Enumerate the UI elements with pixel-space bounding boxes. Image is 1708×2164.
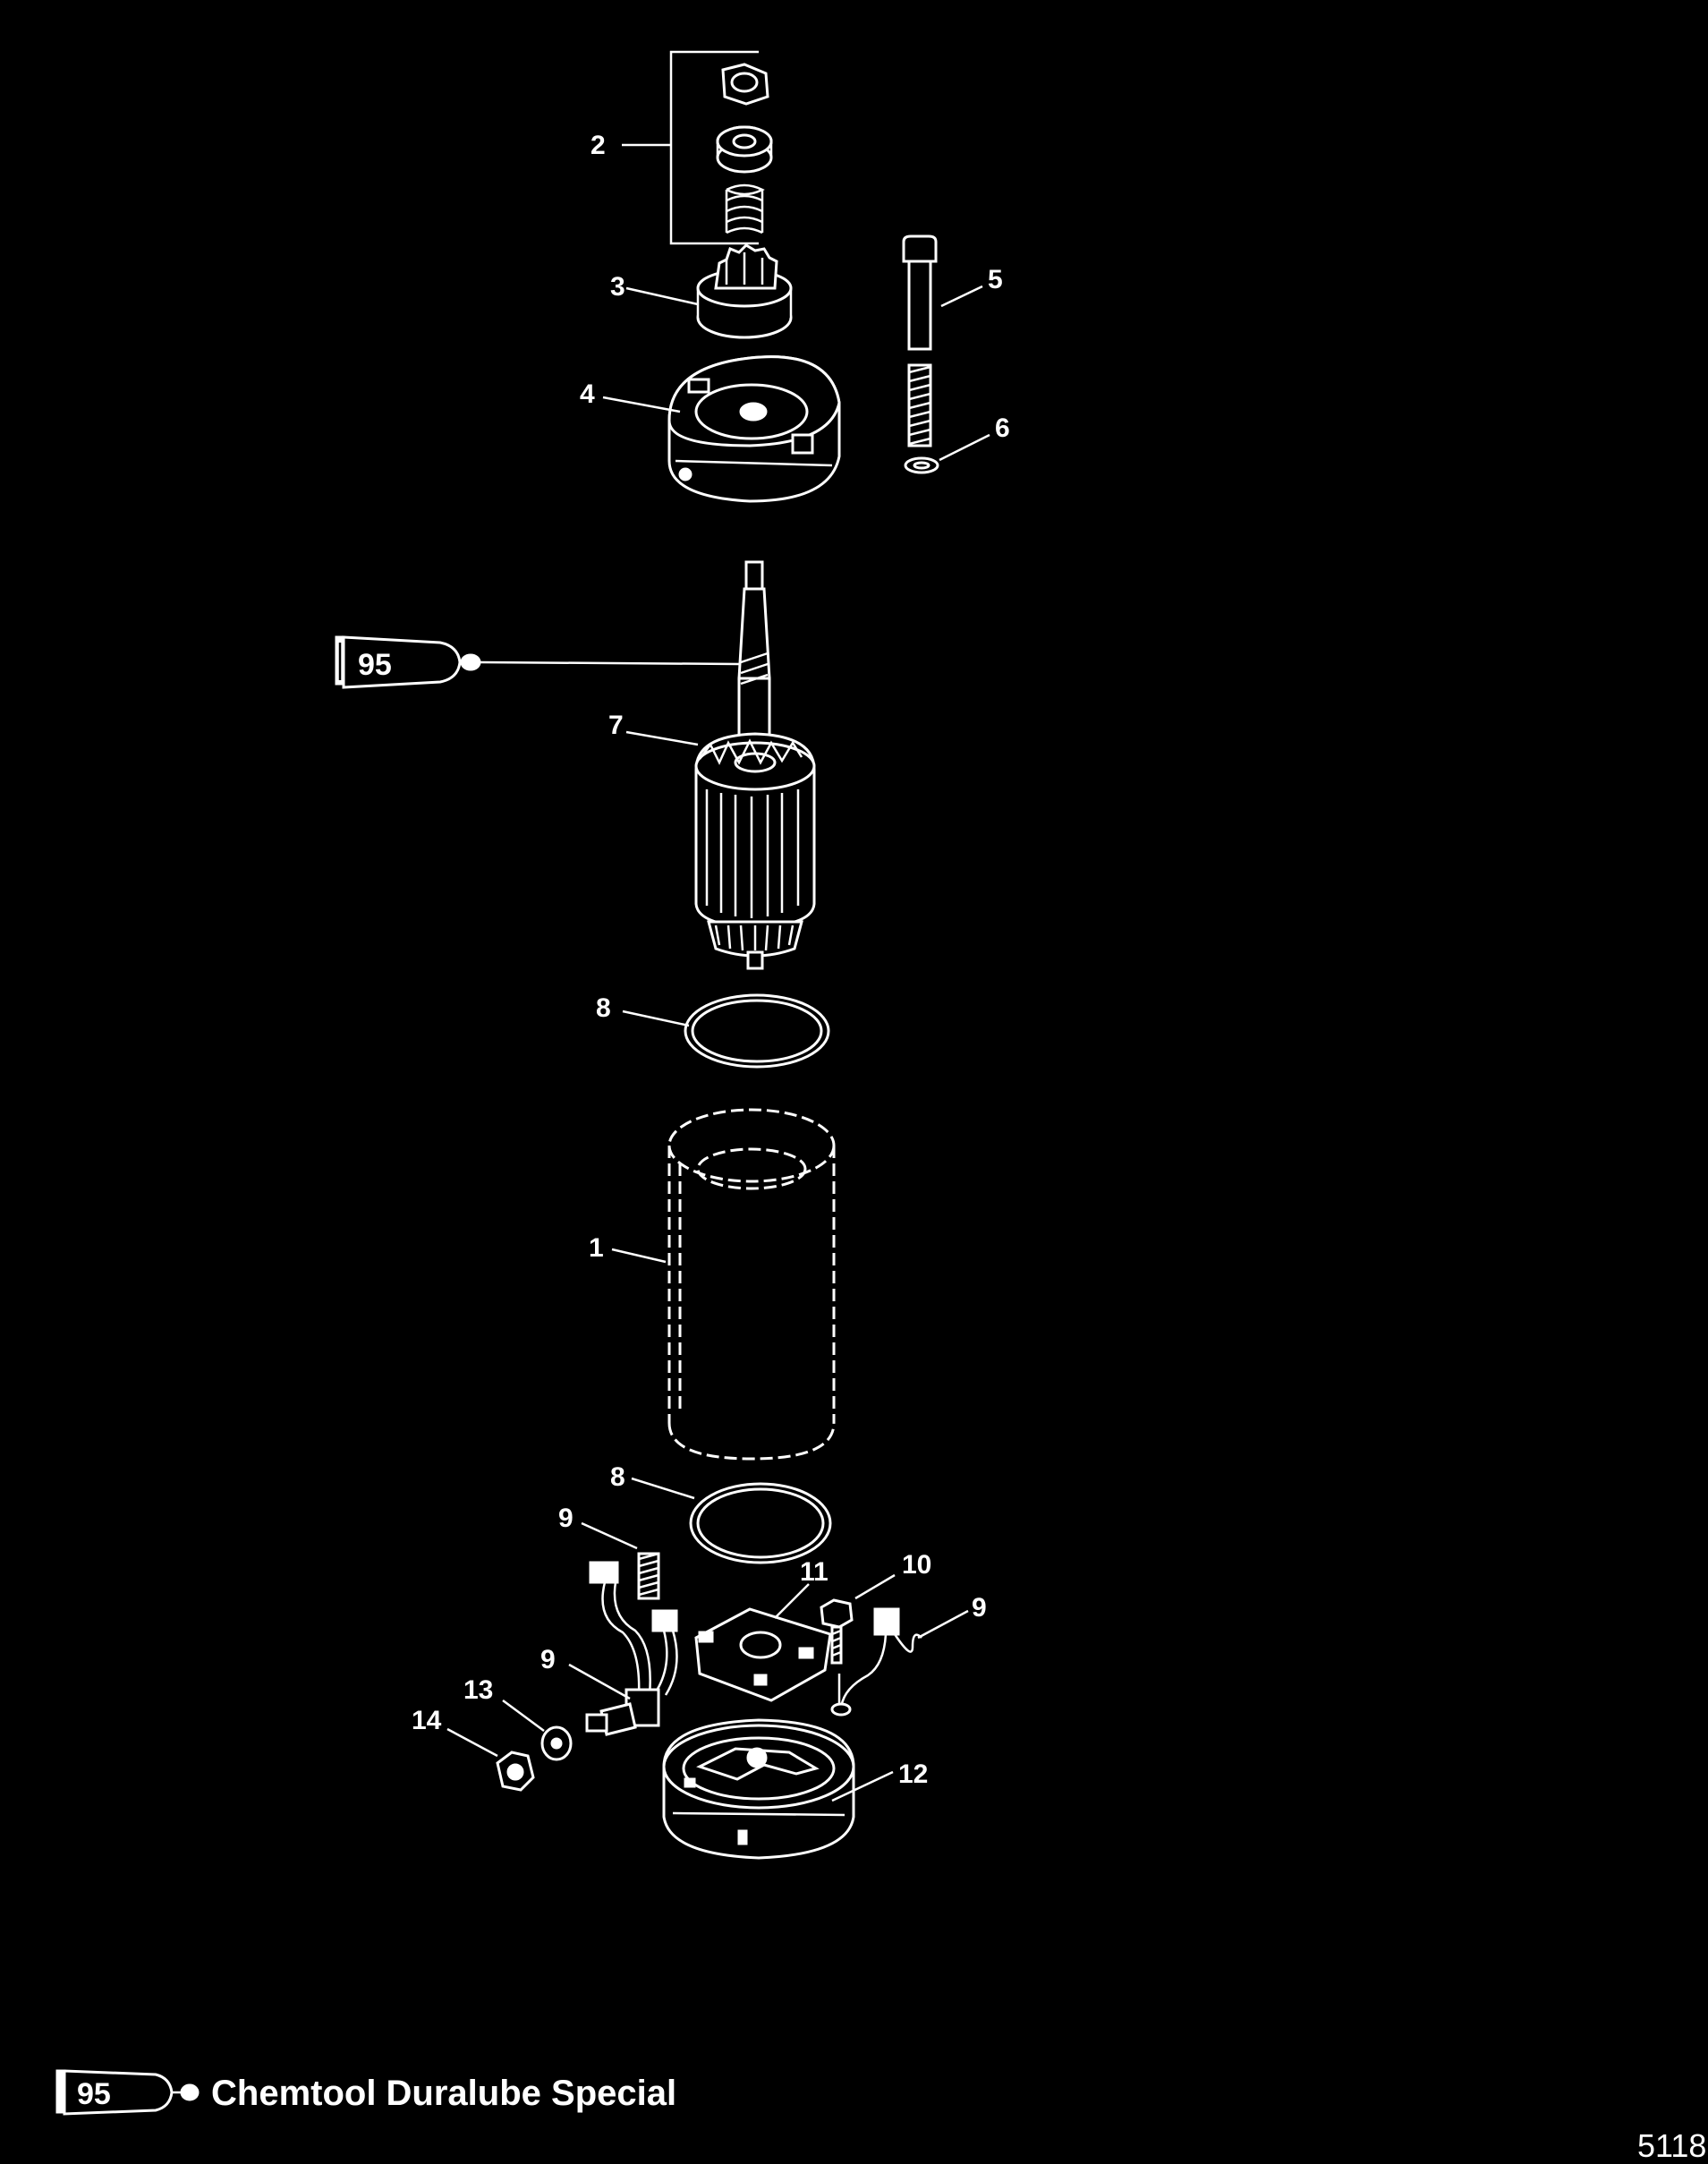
part-10-screw xyxy=(820,1598,854,1665)
part-9-brush-spring xyxy=(637,1552,660,1600)
lubricant-tube-number: 95 xyxy=(358,648,392,682)
callout-3: 3 xyxy=(610,272,625,302)
callout-14: 14 xyxy=(412,1706,442,1735)
part-2-kit xyxy=(622,50,773,245)
callout-12: 12 xyxy=(898,1759,928,1789)
callout-5: 5 xyxy=(988,265,1003,294)
callout-1: 1 xyxy=(589,1233,604,1263)
part-5-through-bolt xyxy=(902,234,938,447)
part-7-armature xyxy=(694,560,816,970)
part-11-brush-holder xyxy=(694,1607,832,1702)
part-9-brush-right xyxy=(830,1607,922,1717)
part-1-frame-field-assembly xyxy=(667,1108,836,1461)
part-8-o-ring-lower xyxy=(689,1482,832,1564)
part-8-o-ring-upper xyxy=(684,993,830,1069)
legend-lubricant-code: 95 xyxy=(77,2077,111,2111)
part-3-pinion-drive xyxy=(696,243,793,339)
callout-9-center: 9 xyxy=(540,1645,556,1674)
callout-4: 4 xyxy=(580,379,595,409)
legend-lubricant-tube-icon xyxy=(55,2069,200,2116)
callout-2: 2 xyxy=(591,131,606,160)
part-12-commutator-end-cap xyxy=(662,1718,855,1860)
part-6-washer xyxy=(904,456,939,474)
callout-11: 11 xyxy=(800,1557,829,1587)
document-number: 5118 xyxy=(1637,2127,1706,2164)
callout-9-upper: 9 xyxy=(558,1504,574,1533)
part-13-washer xyxy=(540,1725,573,1761)
callout-7: 7 xyxy=(608,711,624,740)
lubricant-tube-icon xyxy=(335,635,481,689)
part-9-brush-lead-assembly xyxy=(585,1561,678,1736)
callout-9-right: 9 xyxy=(972,1593,987,1623)
callout-13: 13 xyxy=(463,1675,493,1705)
legend-lubricant-name: Chemtool Duralube Special xyxy=(211,2074,676,2113)
callout-10: 10 xyxy=(902,1550,931,1580)
part-14-nut xyxy=(496,1751,535,1792)
callout-6: 6 xyxy=(995,413,1010,443)
callout-8-upper: 8 xyxy=(596,993,611,1023)
callout-8-lower: 8 xyxy=(610,1462,625,1492)
part-4-drive-end-housing xyxy=(667,355,841,503)
